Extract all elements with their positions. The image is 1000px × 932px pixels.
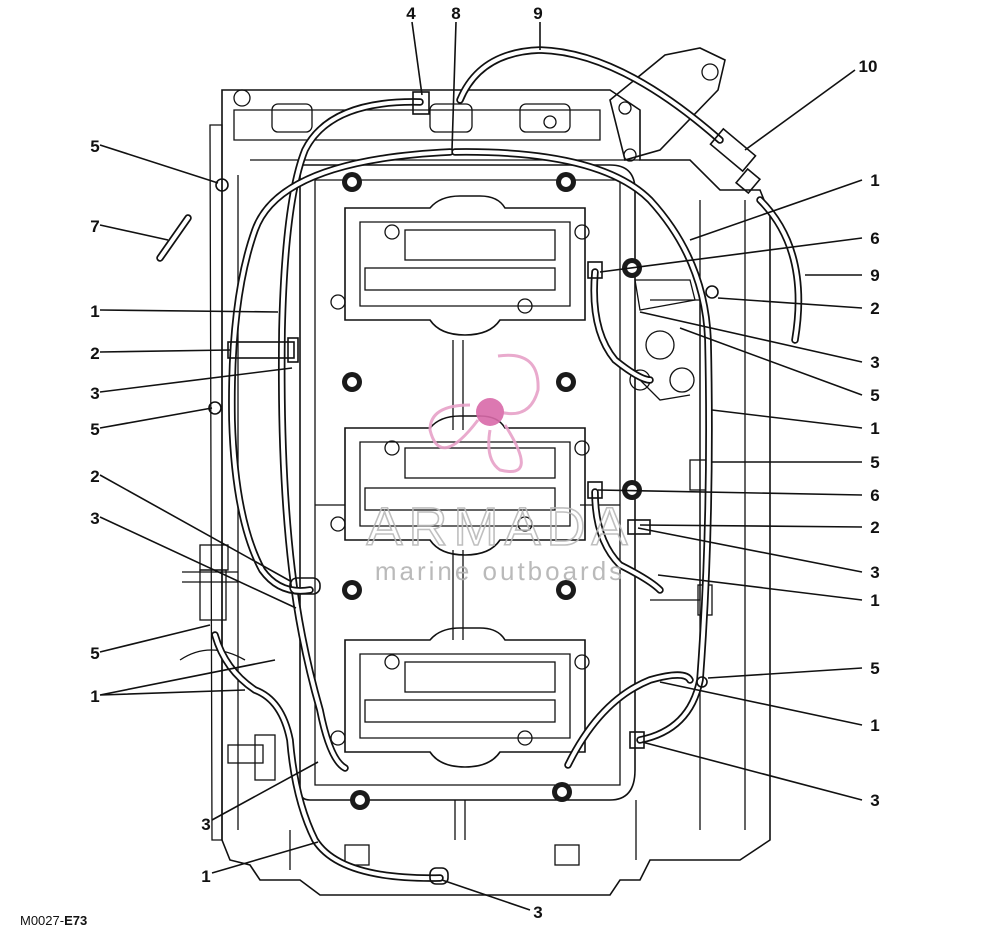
callout-left-8: 3 [90,509,99,528]
callout-right-2: 6 [870,229,879,248]
callout-right-12: 1 [870,591,879,610]
figure-code: M0027-E73 [20,913,87,928]
callout-right-15: 3 [870,791,879,810]
callout-top-4: 10 [859,57,878,76]
callout-left-12: 1 [201,867,210,886]
watermark-brand: ARMADA [366,497,633,557]
armada-watermark: ARMADA marine outboards [366,353,633,586]
reed-opening-middle [344,415,586,556]
callout-bottom-1: 3 [533,903,542,922]
reed-opening-bottom [344,627,586,768]
figure-code-prefix: M0027- [20,913,64,928]
leader-lines [99,21,863,911]
reed-opening-top [344,195,586,336]
cover-bolts [330,172,642,866]
callout-left-1: 5 [90,137,99,156]
callout-right-1: 1 [870,171,879,190]
callout-right-10: 2 [870,518,879,537]
callout-top-2: 8 [451,4,460,23]
figure-code-suffix: E73 [64,913,87,928]
callout-left-4: 2 [90,344,99,363]
callout-left-10: 1 [90,687,99,706]
callout-right-9: 6 [870,486,879,505]
callout-top-3: 9 [533,4,542,23]
callout-left-3: 1 [90,302,99,321]
callout-right-8: 5 [870,453,879,472]
armada-propeller-logo [428,353,540,473]
callout-left-2: 7 [90,217,99,236]
callout-right-3: 9 [870,266,879,285]
watermark-tagline: marine outboards [375,556,625,586]
callout-right-7: 1 [870,419,879,438]
callout-labels: 4 8 9 10 5 7 1 2 3 5 2 3 5 1 3 1 1 6 9 2… [90,4,879,922]
engine-block-outline [179,47,771,896]
callout-left-7: 2 [90,467,99,486]
callout-left-5: 3 [90,384,99,403]
callout-left-6: 5 [90,420,99,439]
callout-right-4: 2 [870,299,879,318]
callout-top-1: 4 [406,4,416,23]
bleed-hoses [156,46,803,882]
callout-left-9: 5 [90,644,99,663]
callout-right-11: 3 [870,563,879,582]
callout-right-5: 3 [870,353,879,372]
callout-right-14: 1 [870,716,879,735]
callout-right-6: 5 [870,386,879,405]
callout-left-11: 3 [201,815,210,834]
callout-right-13: 5 [870,659,879,678]
